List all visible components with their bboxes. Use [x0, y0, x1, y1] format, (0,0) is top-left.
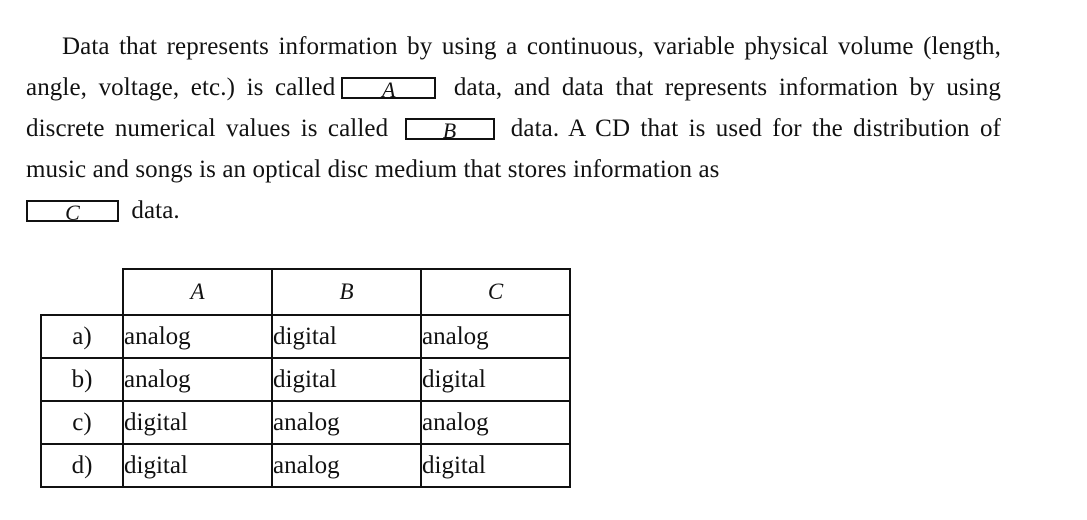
- table-row: d) digital analog digital: [40, 443, 571, 488]
- answer-options-table: A B C a) analog digital analog b) analog…: [40, 268, 571, 488]
- table-row: c) digital analog analog: [40, 400, 571, 445]
- blank-c: C: [26, 200, 119, 224]
- option-label: b): [40, 357, 124, 402]
- option-label: a): [40, 314, 124, 359]
- table-header-row: A B C: [41, 268, 571, 316]
- table-row: a) analog digital analog: [40, 314, 571, 359]
- question-part-3: data. A CD that is used for the distribu…: [26, 115, 1001, 183]
- option-cell: digital: [271, 357, 422, 402]
- header-b: B: [271, 268, 422, 316]
- option-cell: analog: [420, 400, 571, 445]
- option-label: d): [40, 443, 124, 488]
- table-corner: [41, 269, 124, 316]
- option-cell: digital: [271, 314, 422, 359]
- option-cell: digital: [122, 443, 273, 488]
- question-text: Data that represents information by usin…: [26, 26, 1001, 231]
- option-cell: digital: [420, 443, 571, 488]
- question-part-1: Data that represents information by usin…: [26, 33, 1001, 101]
- question-part-4: data.: [125, 197, 180, 224]
- header-c: C: [420, 268, 571, 316]
- question-part-2: data, and data that represents informati…: [26, 74, 1002, 142]
- blank-b: B: [404, 118, 495, 142]
- option-cell: digital: [420, 357, 571, 402]
- option-label: c): [40, 400, 124, 445]
- option-cell: digital: [122, 400, 273, 445]
- table-row: b) analog digital digital: [40, 357, 571, 402]
- header-a: A: [122, 268, 273, 316]
- option-cell: analog: [420, 314, 571, 359]
- option-cell: analog: [122, 357, 273, 402]
- option-cell: analog: [271, 443, 422, 488]
- option-cell: analog: [122, 314, 273, 359]
- blank-a: A: [341, 77, 437, 101]
- option-cell: analog: [271, 400, 422, 445]
